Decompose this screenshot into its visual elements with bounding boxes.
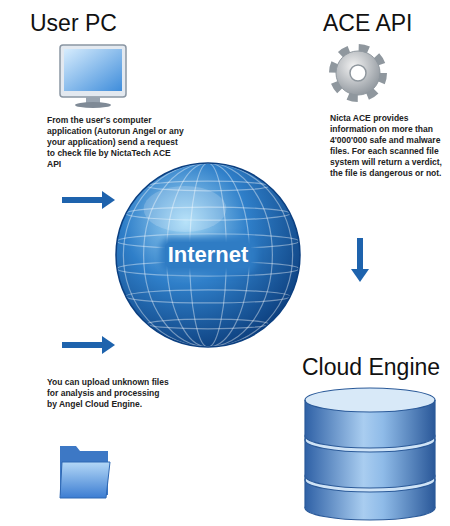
globe-body: [116, 163, 300, 347]
monitor-icon: [60, 45, 126, 108]
gear-icon: [334, 49, 382, 97]
upload-note-node: You can upload unknown files for analysi…: [45, 345, 180, 505]
node-heading: Cloud Engine: [302, 354, 445, 380]
flow-arrow: [62, 197, 102, 203]
database-icon: [305, 388, 435, 520]
globe-gloss: [144, 186, 227, 232]
internet-globe: Internet: [115, 160, 301, 350]
globe-label: Internet: [165, 242, 252, 268]
globe-grid: [117, 163, 299, 347]
node-description: From the user's computer application (Au…: [47, 115, 185, 170]
folder-icon: [60, 446, 110, 498]
flow-arrow: [62, 342, 102, 348]
node-description: Nicta ACE provides information on more t…: [330, 113, 444, 179]
node-heading: ACE API: [323, 10, 445, 36]
flow-arrow: [357, 238, 363, 269]
ace-api-node: ACE API Nicta ACE provides information on…: [322, 10, 445, 238]
node-heading: User PC: [30, 10, 205, 36]
node-description: You can upload unknown files for analysi…: [47, 377, 169, 410]
cloud-engine-node: Cloud Engine: [302, 282, 445, 520]
